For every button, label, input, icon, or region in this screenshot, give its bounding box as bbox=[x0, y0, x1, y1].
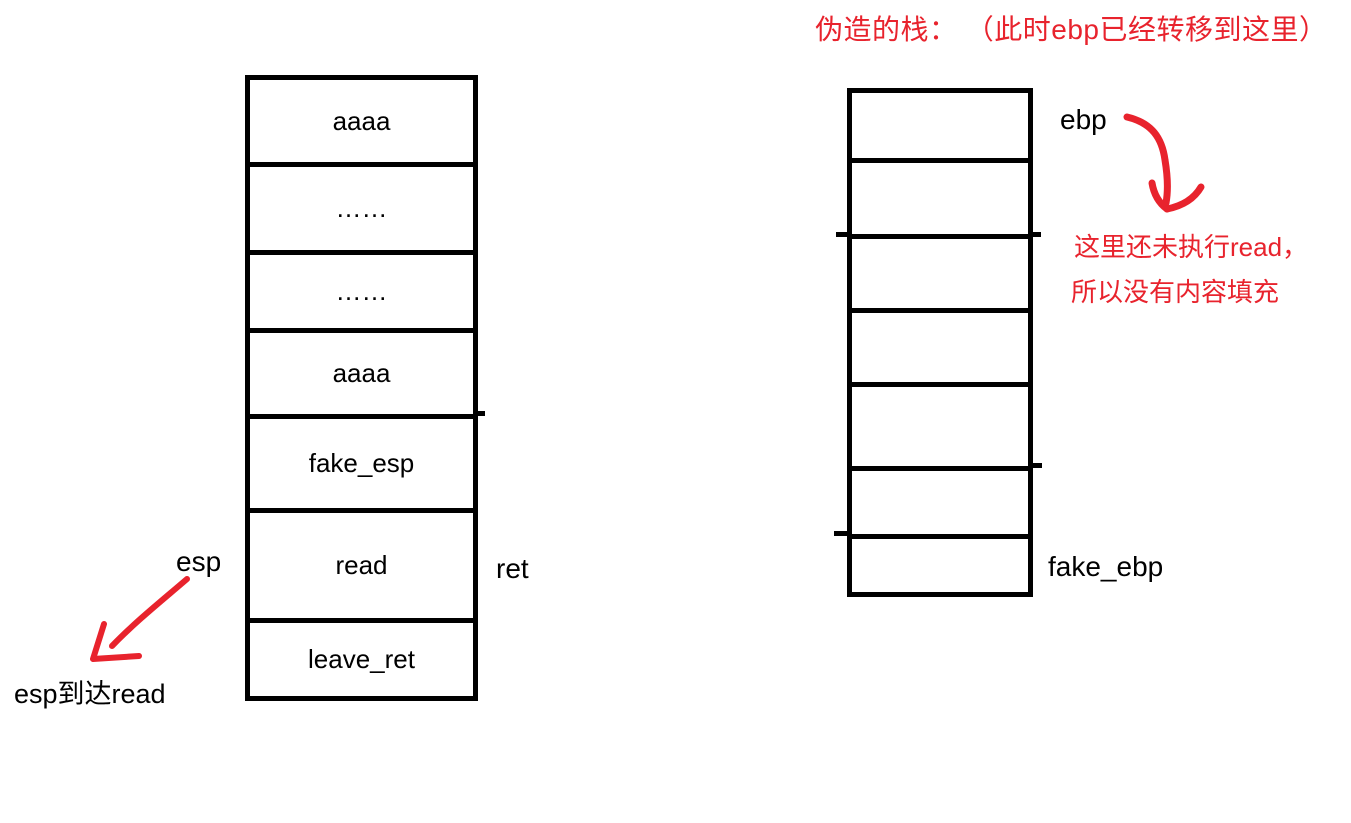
divider-tick bbox=[834, 531, 847, 536]
page-title: 伪造的栈： （此时ebp已经转移到这里） bbox=[815, 14, 1328, 45]
stack-cell-aaaa-1: aaaa bbox=[250, 80, 473, 167]
ebp-arrow bbox=[1123, 113, 1205, 213]
ret-label: ret bbox=[496, 553, 529, 584]
divider-tick bbox=[1031, 463, 1042, 468]
stack-cell-empty bbox=[852, 313, 1028, 387]
payload-stack: aaaa …… …… aaaa fake_esp read leave_ret bbox=[245, 75, 478, 701]
esp-label: esp bbox=[176, 546, 222, 577]
stack-cell-empty bbox=[852, 471, 1028, 539]
stack-cell-empty bbox=[852, 387, 1028, 471]
stack-cell-read: read bbox=[250, 513, 473, 623]
stack-cell-aaaa-2: aaaa bbox=[250, 333, 473, 419]
ebp-arrow-note-line1: 这里还未执行read， bbox=[1074, 232, 1309, 262]
stack-cell-dots-2: …… bbox=[250, 255, 473, 333]
stack-cell-empty bbox=[852, 239, 1028, 313]
stack-cell-leave-ret: leave_ret bbox=[308, 644, 415, 674]
stack-cell-empty bbox=[852, 163, 1028, 239]
divider-tick bbox=[1031, 232, 1041, 237]
stack-cell-dots-1: …… bbox=[250, 167, 473, 255]
ebp-label: ebp bbox=[1060, 104, 1107, 135]
stack-cell-fake-esp: fake_esp bbox=[250, 419, 473, 513]
fake-ebp-label: fake_ebp bbox=[1048, 551, 1164, 582]
esp-arrow bbox=[90, 576, 190, 662]
divider-tick bbox=[476, 411, 485, 416]
esp-arrow-note: esp到达read bbox=[14, 679, 166, 709]
fake-stack bbox=[847, 88, 1033, 597]
divider-tick bbox=[836, 232, 847, 237]
stack-cell-fake-ebp-target bbox=[852, 539, 1028, 592]
ebp-arrow-note-line2: 所以没有内容填充 bbox=[1071, 277, 1280, 307]
stack-cell-empty bbox=[852, 93, 1028, 163]
